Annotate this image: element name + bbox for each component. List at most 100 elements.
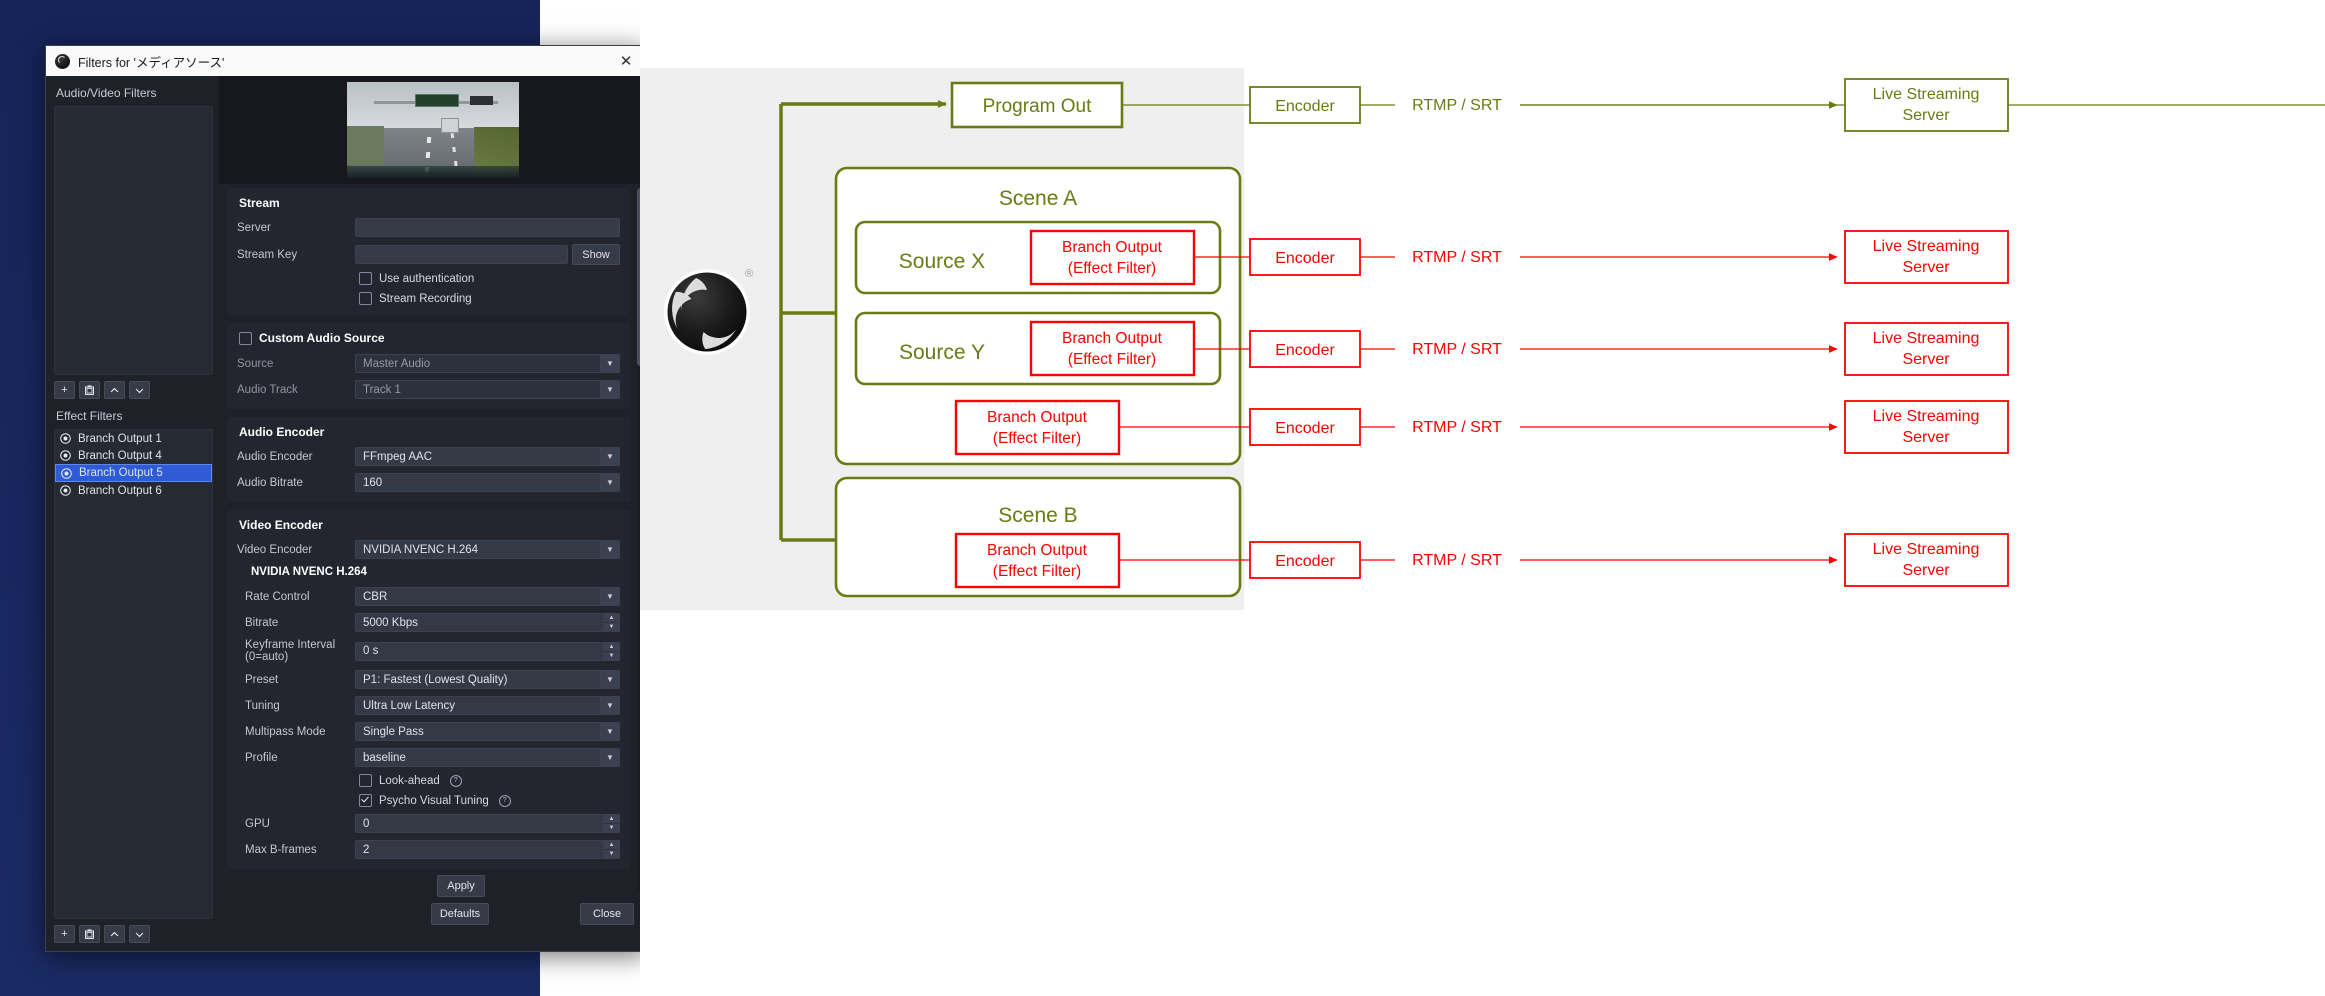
preview-truck <box>441 118 459 133</box>
stepper-up-icon[interactable]: ▲ <box>604 614 619 623</box>
move-av-filter-up-button[interactable] <box>104 381 125 399</box>
server-title: Live Streaming <box>1873 330 1980 347</box>
preset-select[interactable]: P1: Fastest (Lowest Quality) ▼ <box>355 670 620 689</box>
psycho-visual-tuning-row[interactable]: Psycho Visual Tuning ? <box>359 794 620 807</box>
chevron-down-icon: ▼ <box>600 541 619 558</box>
custom-audio-source-group: Custom Audio Source Source Master Audio … <box>227 323 630 409</box>
remove-effect-filter-button[interactable] <box>79 925 100 943</box>
diagram-canvas: ® Program Out Scene A Source X <box>640 68 2325 610</box>
remove-av-filter-button[interactable] <box>79 381 100 399</box>
custom-audio-source-checkbox[interactable] <box>239 331 252 345</box>
max-b-frames-stepper[interactable]: ▲ ▼ <box>603 841 619 858</box>
stepper-down-icon[interactable]: ▼ <box>604 824 619 832</box>
look-ahead-row[interactable]: Look-ahead ? <box>359 774 620 787</box>
visibility-eye-icon[interactable] <box>61 467 72 479</box>
rate-control-select[interactable]: CBR ▼ <box>355 587 620 606</box>
apply-button[interactable]: Apply <box>437 875 485 897</box>
stepper-down-icon[interactable]: ▼ <box>604 850 619 858</box>
move-effect-filter-up-button[interactable] <box>104 925 125 943</box>
stepper-down-icon[interactable]: ▼ <box>604 623 619 631</box>
stream-recording-row[interactable]: Stream Recording <box>359 292 620 305</box>
protocol-label: RTMP / SRT <box>1412 97 1502 114</box>
effect-filter-label: Branch Output 5 <box>79 467 163 479</box>
av-filters-toolbar: + <box>54 381 213 399</box>
stepper-up-icon[interactable]: ▲ <box>604 815 619 824</box>
tuning-row: Tuning Ultra Low Latency ▼ <box>237 696 620 715</box>
filter-preview-area <box>219 76 646 184</box>
visibility-eye-icon[interactable] <box>60 485 71 496</box>
bitrate-spinbox[interactable]: 5000 Kbps ▲ ▼ <box>355 613 620 632</box>
max-b-frames-value: 2 <box>363 843 370 856</box>
settings-scroll-area[interactable]: Stream Server Stream Key Show <box>219 184 646 897</box>
effect-filter-row[interactable]: Branch Output 5 <box>55 464 212 482</box>
protocol-label: RTMP / SRT <box>1412 419 1502 436</box>
help-icon[interactable]: ? <box>449 774 462 787</box>
stream-key-input[interactable] <box>355 245 568 264</box>
look-ahead-checkbox[interactable] <box>359 774 372 787</box>
nvenc-subheading: NVIDIA NVENC H.264 <box>251 566 367 578</box>
close-button[interactable]: Close <box>580 903 634 925</box>
audio-track-label: Audio Track <box>237 383 298 396</box>
architecture-diagram: ® Program Out Scene A Source X <box>640 0 2325 996</box>
gpu-row: GPU 0 ▲ ▼ <box>237 814 620 833</box>
settings-column: Stream Server Stream Key Show <box>219 76 646 951</box>
audio-bitrate-select[interactable]: 160 ▼ <box>355 473 620 492</box>
max-b-frames-spinbox[interactable]: 2 ▲ ▼ <box>355 840 620 859</box>
audio-encoder-select[interactable]: FFmpeg AAC ▼ <box>355 447 620 466</box>
tuning-select[interactable]: Ultra Low Latency ▼ <box>355 696 620 715</box>
add-effect-filter-button[interactable]: + <box>54 925 75 943</box>
stream-recording-checkbox[interactable] <box>359 292 372 305</box>
encoder-label: Encoder <box>1275 553 1335 570</box>
audio-source-select[interactable]: Master Audio ▼ <box>355 354 620 373</box>
show-stream-key-button[interactable]: Show <box>572 244 620 265</box>
effect-filter-row[interactable]: Branch Output 6 <box>55 482 212 499</box>
preview-left-verge <box>346 126 385 165</box>
move-effect-filter-down-button[interactable] <box>129 925 150 943</box>
branch-output-title: Branch Output <box>1062 330 1163 347</box>
keyframe-interval-stepper[interactable]: ▲ ▼ <box>603 642 619 660</box>
visibility-eye-icon[interactable] <box>60 433 71 444</box>
tuning-label: Tuning <box>245 699 280 712</box>
source-y-branch-output-box: Branch Output (Effect Filter) <box>1029 320 1196 377</box>
bitrate-stepper[interactable]: ▲ ▼ <box>603 614 619 631</box>
move-av-filter-down-button[interactable] <box>129 381 150 399</box>
audio-encoder-value: FFmpeg AAC <box>363 450 433 463</box>
stepper-up-icon[interactable]: ▲ <box>604 841 619 850</box>
trash-icon <box>85 929 94 939</box>
custom-audio-source-row[interactable]: Custom Audio Source <box>239 331 620 345</box>
chevron-down-icon: ▼ <box>600 588 619 605</box>
video-encoder-select[interactable]: NVIDIA NVENC H.264 ▼ <box>355 540 620 559</box>
keyframe-interval-spinbox[interactable]: 0 s ▲ ▼ <box>355 641 620 661</box>
profile-select[interactable]: baseline ▼ <box>355 748 620 767</box>
multipass-mode-select[interactable]: Single Pass ▼ <box>355 722 620 741</box>
audio-video-filters-heading: Audio/Video Filters <box>56 86 157 100</box>
effect-filter-row[interactable]: Branch Output 1 <box>55 430 212 447</box>
scene-a-label: Scene A <box>999 187 1077 210</box>
stepper-down-icon[interactable]: ▼ <box>604 651 619 660</box>
audio-track-select[interactable]: Track 1 ▼ <box>355 380 620 399</box>
rate-control-label: Rate Control <box>245 590 310 603</box>
video-encoder-group: Video Encoder Video Encoder NVIDIA NVENC… <box>227 510 630 869</box>
close-icon[interactable]: ✕ <box>619 53 633 70</box>
defaults-button[interactable]: Defaults <box>431 903 489 925</box>
gpu-spinbox[interactable]: 0 ▲ ▼ <box>355 814 620 833</box>
add-av-filter-button[interactable]: + <box>54 381 75 399</box>
gpu-stepper[interactable]: ▲ ▼ <box>603 815 619 832</box>
help-icon[interactable]: ? <box>498 794 511 807</box>
use-authentication-row[interactable]: Use authentication <box>359 272 620 285</box>
branch-output-subtitle: (Effect Filter) <box>993 563 1081 580</box>
source-x-branch-output-box: Branch Output (Effect Filter) <box>1029 229 1196 286</box>
visibility-eye-icon[interactable] <box>60 450 71 461</box>
effect-filter-row[interactable]: Branch Output 4 <box>55 447 212 464</box>
encoder-label: Encoder <box>1275 250 1335 267</box>
audio-track-row: Audio Track Track 1 ▼ <box>237 380 620 399</box>
stepper-up-icon[interactable]: ▲ <box>604 642 619 652</box>
bitrate-value: 5000 Kbps <box>363 616 418 629</box>
audio-encoder-group-title: Audio Encoder <box>239 425 325 439</box>
use-authentication-checkbox[interactable] <box>359 272 372 285</box>
psycho-visual-tuning-checkbox[interactable] <box>359 794 372 807</box>
preview-car-hood <box>346 166 519 178</box>
server-input[interactable] <box>355 218 620 237</box>
audio-video-filters-list[interactable] <box>54 106 213 375</box>
